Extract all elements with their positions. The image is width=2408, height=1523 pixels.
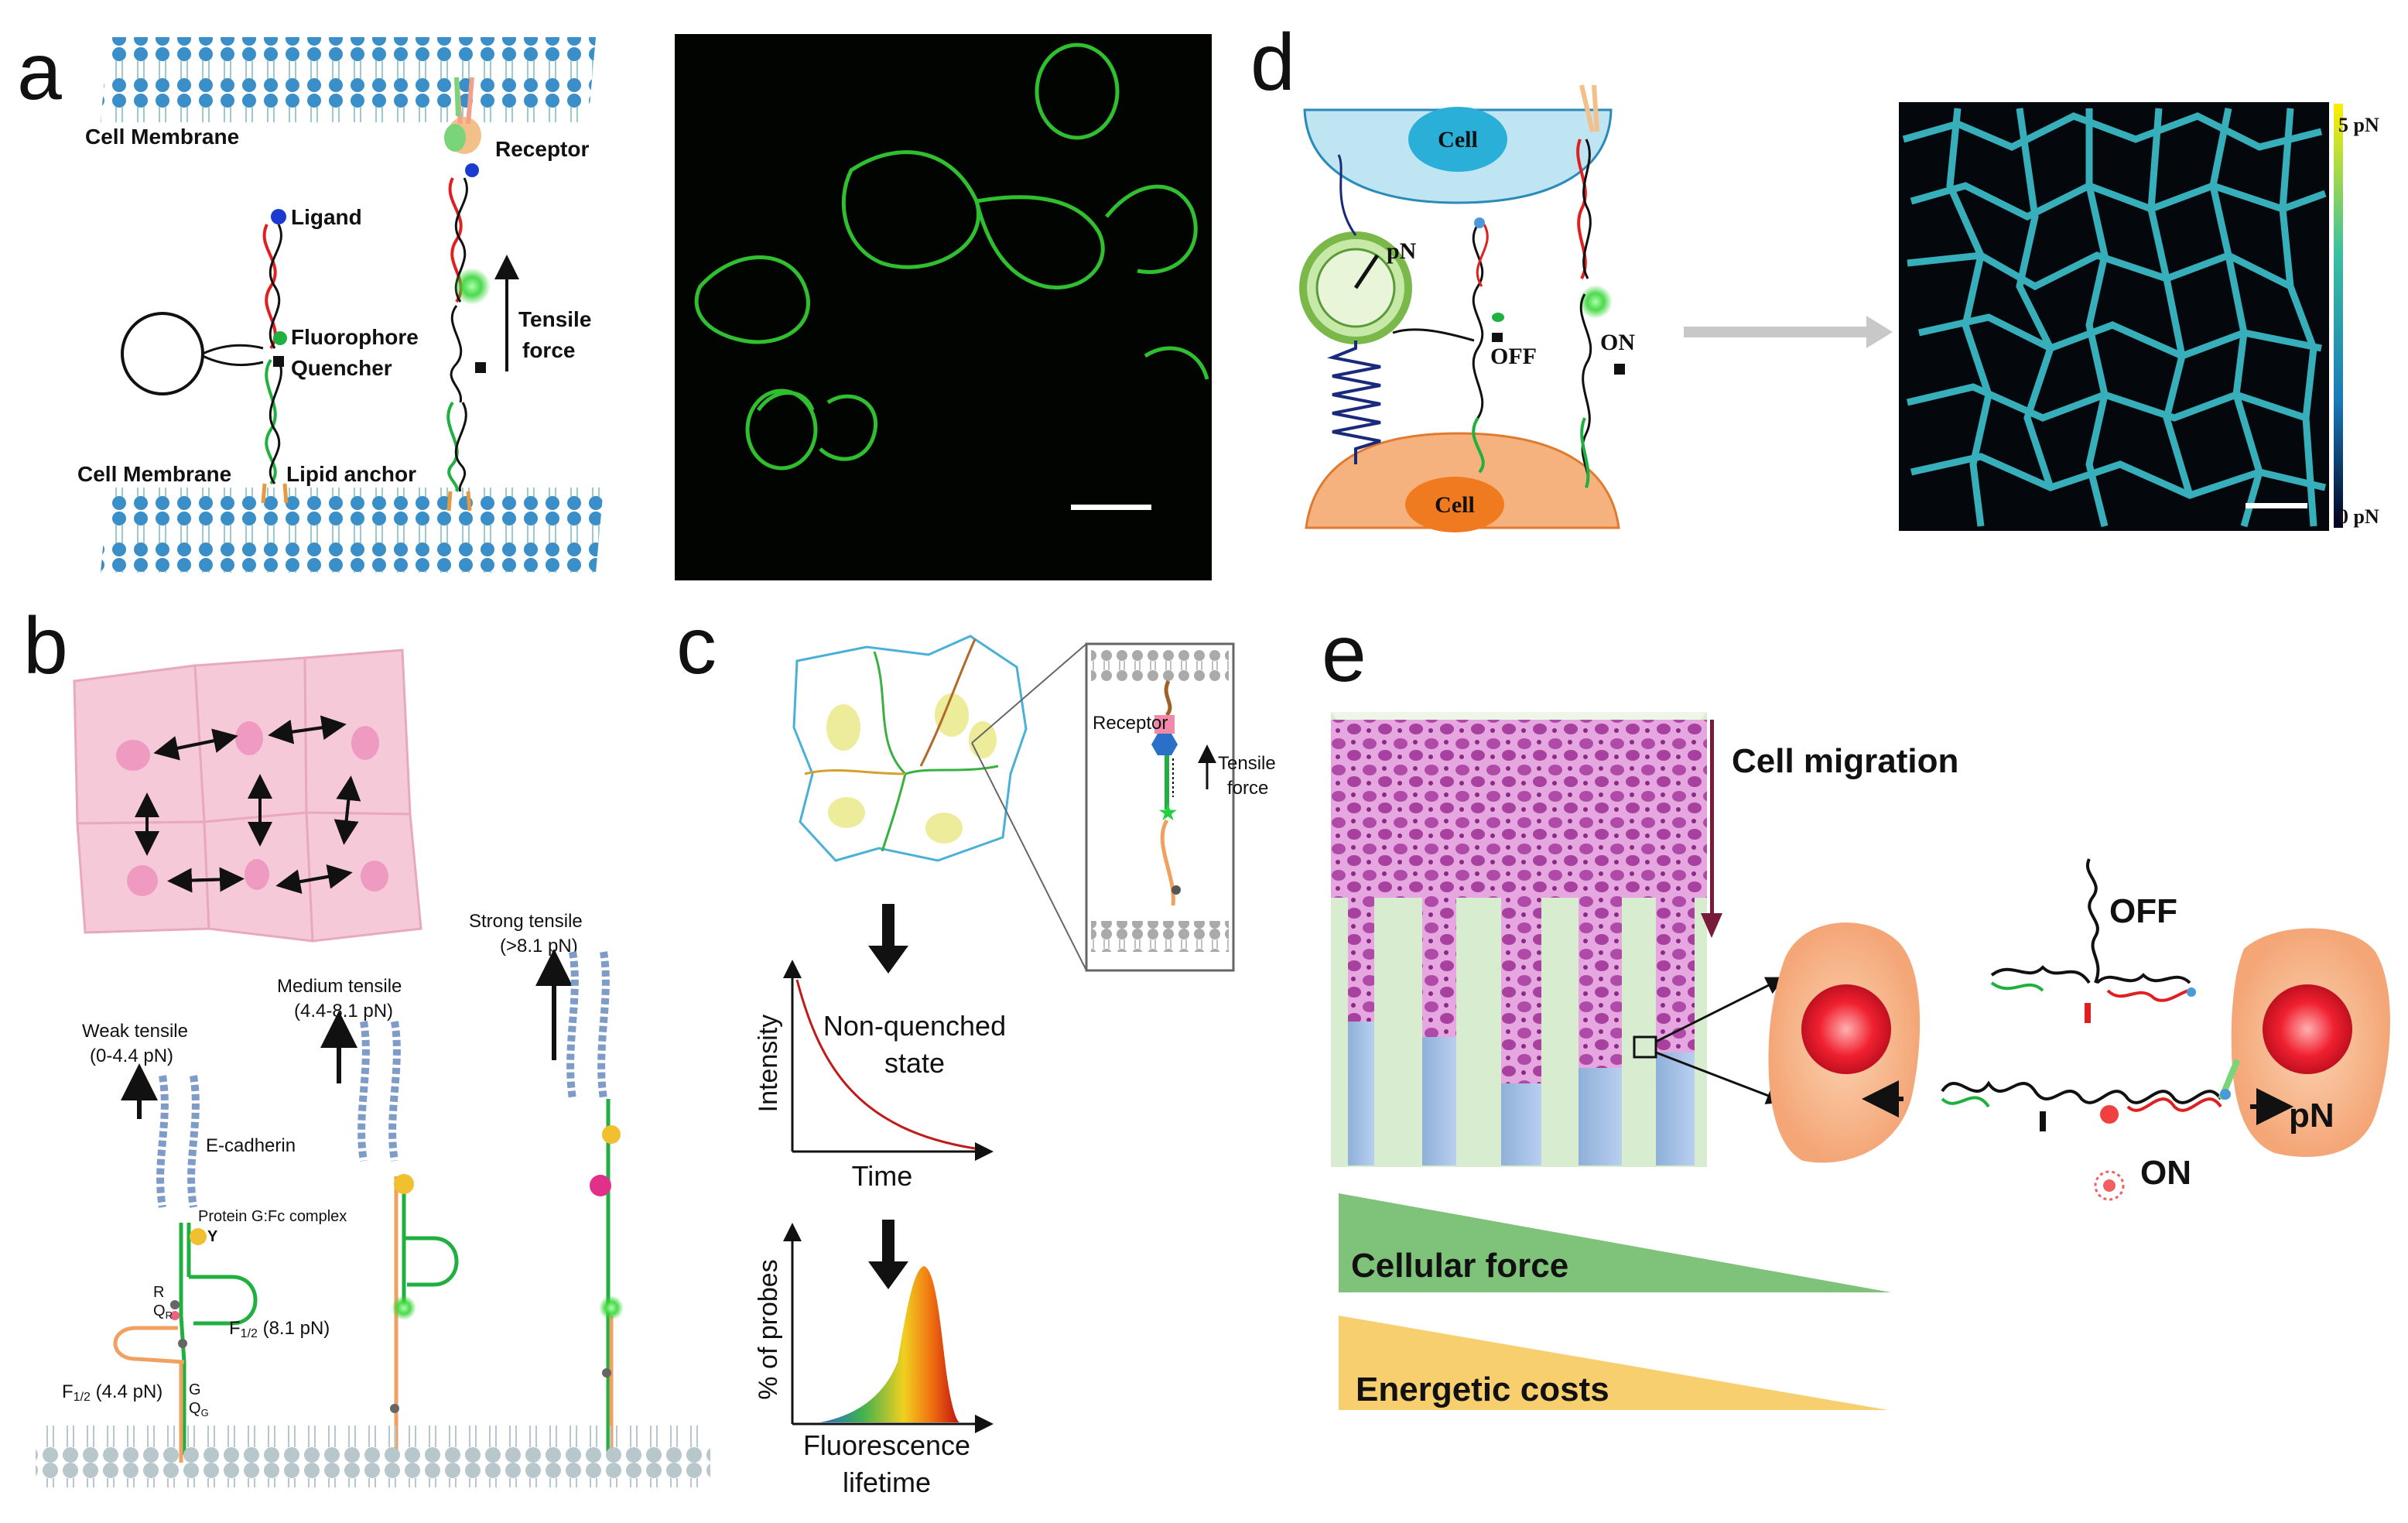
strong-tensile-range: (>8.1 pN) [500, 936, 578, 957]
membrane-label-bottom: Cell Membrane [77, 462, 231, 486]
fluorophore-label: Fluorophore [291, 325, 419, 349]
cell-nuclei-b [116, 721, 388, 896]
cellular-force-label: Cellular force [1351, 1247, 1568, 1285]
f-left-label: F1/2 (4.4 pN) [62, 1381, 162, 1404]
time-axis-label: Time [852, 1160, 913, 1192]
f-right-label: F1/2 (8.1 pN) [229, 1318, 330, 1340]
top-membrane [101, 37, 596, 122]
receptor-label: Receptor [495, 137, 589, 161]
energetic-costs-wedge [1339, 1316, 1888, 1410]
tensile-label-a-1: Tensile [518, 307, 591, 331]
force-arrows-b [135, 715, 361, 894]
medium-tensile-range: (4.4-8.1 pN) [294, 1001, 393, 1022]
tensile-label-c-2: force [1227, 778, 1268, 799]
closed-probe [121, 209, 289, 504]
probes-axis-label: % of probes [754, 1259, 783, 1399]
flow-arrows-c [868, 904, 908, 1289]
r-label: R [153, 1284, 164, 1301]
weak-tensile-range: (0-4.4 pN) [90, 1046, 173, 1066]
migration-block [1331, 712, 1786, 1167]
cell-label-bottom: Cell [1435, 492, 1475, 518]
on-label-e: ON [2140, 1154, 2191, 1192]
lifetime-histogram [783, 1223, 994, 1433]
y-label: Y [207, 1228, 218, 1245]
cell-migration-label: Cell migration [1732, 742, 1958, 780]
scale-max-label: 5 pN [2338, 114, 2379, 136]
medium-tensile-label: Medium tensile [277, 976, 402, 997]
qg-label: QG [189, 1400, 209, 1419]
lifetime-axis-label-2: lifetime [843, 1467, 931, 1498]
panel-letter-a: a [17, 27, 62, 117]
state-label-1: Non-quenched [823, 1010, 1006, 1042]
cell-pair-e [1768, 858, 2390, 1201]
on-label-d: ON [1600, 330, 1635, 355]
protein-g-label: Protein G:Fc complex [198, 1208, 347, 1225]
transition-arrow-d [1684, 316, 1893, 348]
ligand-label: Ligand [291, 205, 362, 229]
ecadherin-strands [156, 951, 610, 1208]
cell-cluster-c [792, 635, 1087, 971]
cell-schematic-d [1299, 84, 1625, 532]
panel-letter-d: d [1250, 18, 1295, 108]
panel-letter-b: b [23, 601, 68, 691]
cell-label-top: Cell [1438, 127, 1478, 152]
pn-gauge-label: pN [1387, 238, 1417, 264]
decay-plot [783, 960, 994, 1161]
microscopy-image [675, 34, 1212, 580]
ecadherin-label: E-cadherin [206, 1135, 296, 1156]
lipid-anchor-label: Lipid anchor [286, 462, 416, 486]
pn-label-e: pN [2289, 1097, 2334, 1135]
tensile-label-c-1: Tensile [1218, 753, 1276, 774]
g-label: G [189, 1381, 201, 1398]
quencher-label: Quencher [291, 356, 392, 380]
membrane-b [36, 1425, 710, 1487]
panel-letter-e: e [1322, 609, 1366, 699]
tension-arrows-b [121, 949, 573, 1119]
receptor-label-c: Receptor [1093, 713, 1168, 734]
tension-probes-b [113, 1099, 624, 1463]
open-probe [444, 77, 519, 512]
intensity-axis-label: Intensity [754, 1015, 783, 1113]
scale-min-label: 0 pN [2338, 505, 2379, 528]
tensile-label-a-2: force [522, 338, 575, 362]
strong-tensile-label: Strong tensile [469, 911, 583, 932]
weak-tensile-label: Weak tensile [82, 1021, 188, 1042]
cell-sheet-b [73, 649, 422, 943]
off-label-d: OFF [1490, 344, 1537, 369]
panel-letter-c: c [676, 601, 717, 691]
cellular-force-wedge [1339, 1193, 1891, 1292]
bottom-membrane [101, 488, 604, 573]
zoom-inset-c: ★ [1085, 642, 1235, 972]
lifetime-axis-label-1: Fluorescence [803, 1429, 970, 1461]
membrane-label-top: Cell Membrane [85, 125, 239, 149]
energetic-costs-label: Energetic costs [1356, 1371, 1609, 1408]
off-label-e: OFF [2109, 892, 2177, 930]
force-map-image [1899, 102, 2343, 531]
state-label-2: state [884, 1047, 945, 1079]
qr-label: QR [153, 1302, 173, 1321]
